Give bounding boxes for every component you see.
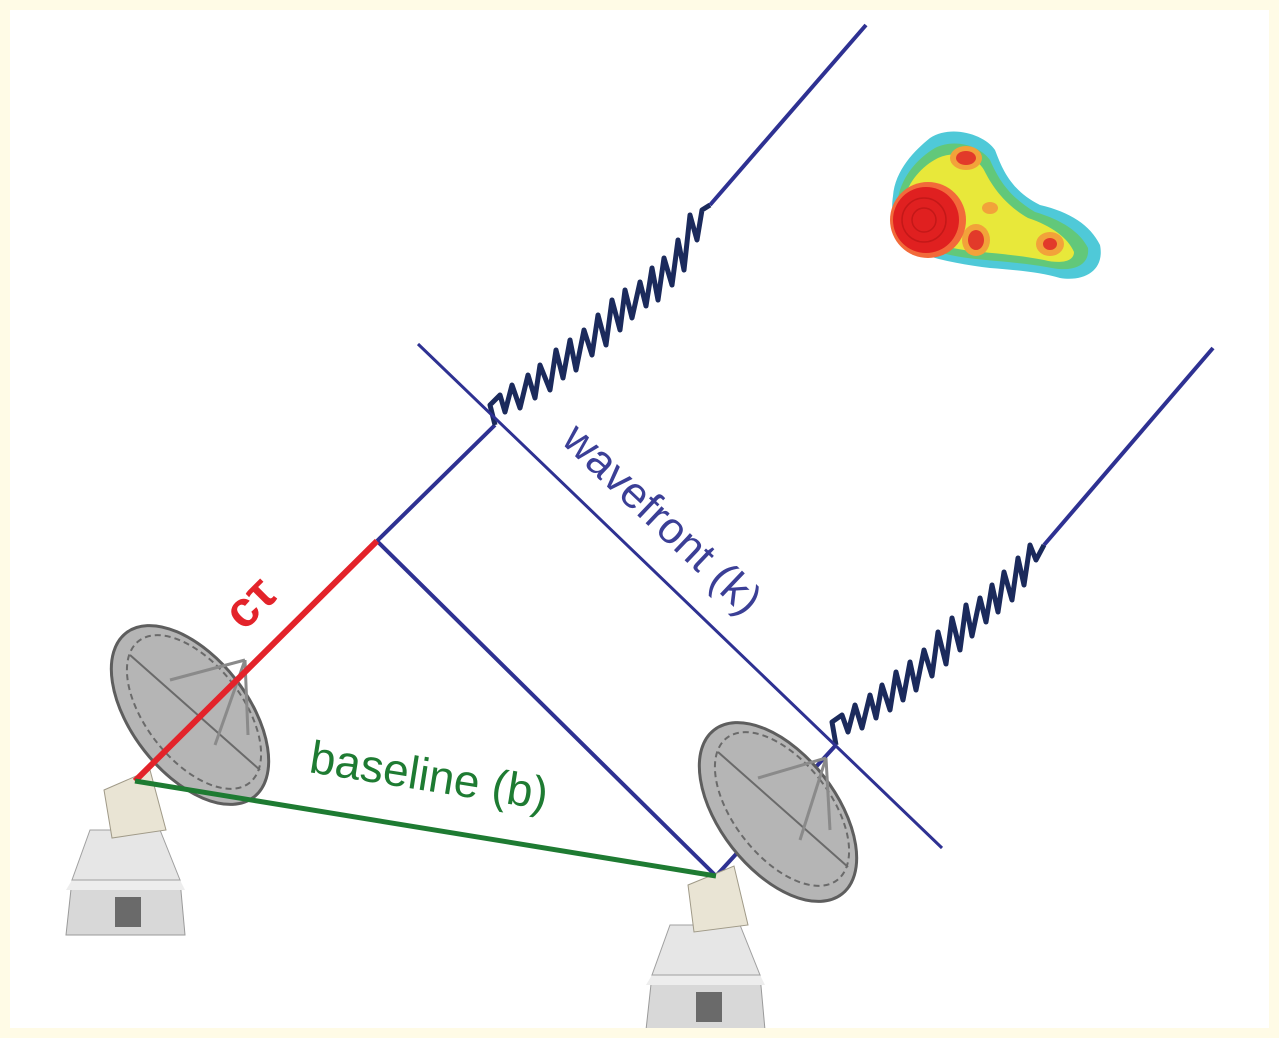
baseline-label: baseline (b) (306, 731, 552, 820)
delay-label: cτ (212, 565, 287, 640)
diagram-svg: cτ wavefront (k) baseline (b) (65, 23, 1215, 1028)
wavefront-line (416, 342, 944, 850)
projection-line (375, 539, 718, 878)
wavefront-label: wavefront (k) (552, 413, 771, 624)
right-antenna-icon (645, 721, 859, 1028)
interferometer-diagram: cτ wavefront (k) baseline (b) (10, 10, 1269, 1028)
baseline-line (134, 778, 717, 879)
left-antenna-icon (65, 624, 271, 936)
radio-source-map-icon (890, 131, 1101, 279)
left-signal-trace (375, 23, 868, 543)
delay-line (132, 538, 380, 784)
